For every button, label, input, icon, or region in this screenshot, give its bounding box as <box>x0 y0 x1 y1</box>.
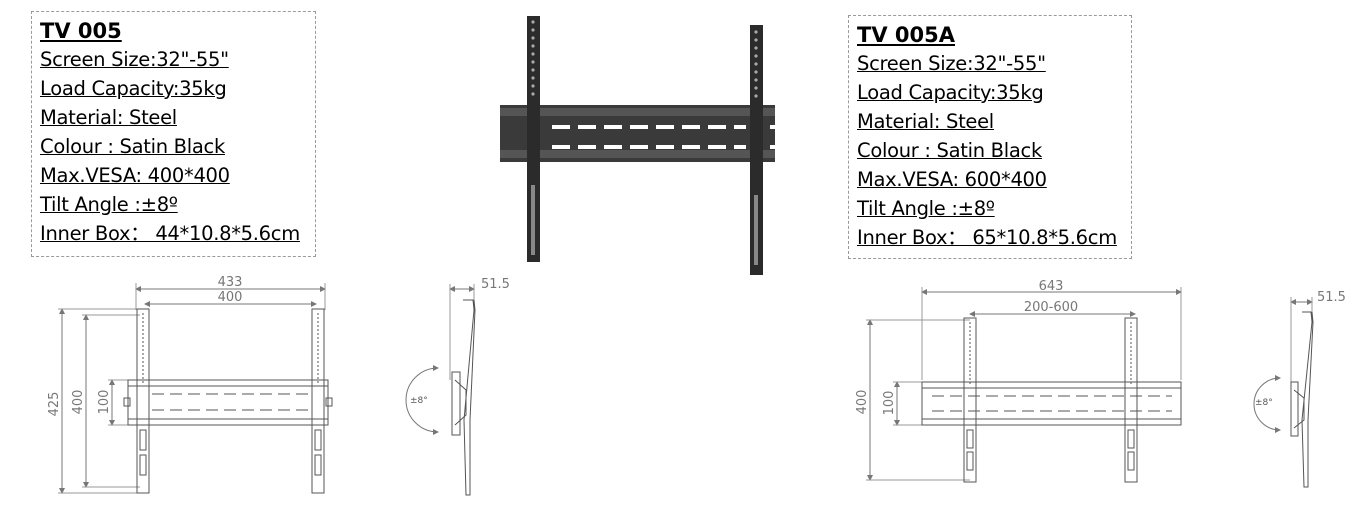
spec-load-capacity: Load Capacity:35kg <box>40 77 227 100</box>
dim-rail-height: 100 <box>882 391 897 416</box>
spec-load-capacity: Load Capacity:35kg <box>857 81 1044 104</box>
dim-width-inner: 400 <box>218 290 243 305</box>
side-drawing-tv005 <box>405 284 476 496</box>
photo-dash-row-top <box>552 125 780 129</box>
spec-screen-size: Screen Size:32"-55" <box>40 48 229 71</box>
dim-depth: 51.5 <box>481 277 510 292</box>
product-title: TV 005 <box>40 19 122 43</box>
spec-max-vesa: Max.VESA: 400*400 <box>40 164 230 187</box>
dim-height-inner: 400 <box>71 390 86 415</box>
spec-max-vesa: Max.VESA: 600*400 <box>857 168 1047 191</box>
dim-rail-height: 100 <box>97 390 112 415</box>
spec-box-tv005a: TV 005A Screen Size:32"-55" Load Capacit… <box>848 15 1132 259</box>
spec-inner-box: Inner Box： 65*10.8*5.6cm <box>857 226 1117 249</box>
dim-height-inner: 400 <box>855 390 870 415</box>
spec-screen-size: Screen Size:32"-55" <box>857 52 1046 75</box>
dim-depth: 51.5 <box>1317 290 1346 305</box>
spec-inner-box: Inner Box： 44*10.8*5.6cm <box>40 222 300 245</box>
dim-width-outer: 433 <box>218 275 243 290</box>
spec-box-tv005: TV 005 Screen Size:32"-55" Load Capacity… <box>31 11 316 257</box>
front-drawing-tv005 <box>58 283 333 494</box>
spec-colour: Colour : Satin Black <box>40 135 225 158</box>
dim-tilt: ±8° <box>1255 398 1273 408</box>
spec-tilt-angle: Tilt Angle :±8º <box>857 197 995 220</box>
spec-material: Material: Steel <box>40 106 177 129</box>
product-title: TV 005A <box>857 23 955 47</box>
dim-width-outer: 643 <box>1039 279 1064 294</box>
dim-width-inner: 200-600 <box>1024 300 1078 315</box>
spec-tilt-angle: Tilt Angle :±8º <box>40 193 178 216</box>
right-arm <box>750 25 763 275</box>
photo-dash-row-bottom <box>552 145 780 149</box>
product-photo <box>500 16 780 275</box>
left-arm <box>527 16 540 262</box>
dim-height-outer: 425 <box>47 392 62 417</box>
side-drawing-tv005a <box>1253 297 1314 488</box>
spec-material: Material: Steel <box>857 110 994 133</box>
dim-tilt: ±8° <box>410 396 428 406</box>
front-drawing-tv005a <box>866 287 1182 483</box>
spec-colour: Colour : Satin Black <box>857 139 1042 162</box>
